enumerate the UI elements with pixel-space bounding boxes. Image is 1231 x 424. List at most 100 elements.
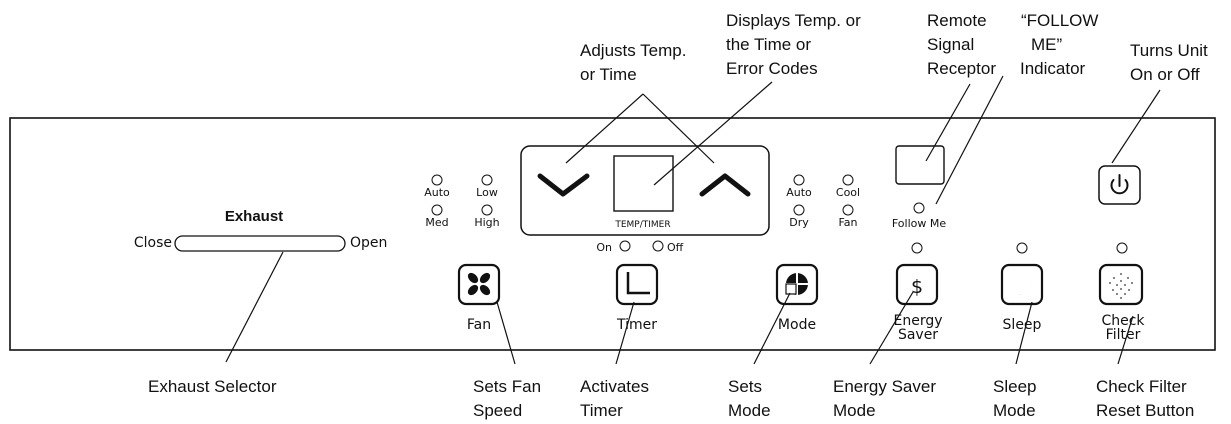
temp-down-button[interactable] <box>537 173 590 197</box>
mode-button-frame[interactable] <box>775 263 819 306</box>
timer-button-frame[interactable] <box>615 263 659 306</box>
callout-mode-line1: Sets <box>728 377 762 396</box>
callout-energy-line2: Mode <box>833 401 876 420</box>
dollar-icon: $ <box>911 276 923 298</box>
led-mode-cool <box>842 174 854 186</box>
callout-adjusts-temp: Adjusts Temp. or Time <box>565 41 715 164</box>
follow-me-label: Follow Me <box>892 217 946 230</box>
power-button-frame[interactable] <box>1098 165 1141 205</box>
callout-sleep-line1: Sleep <box>993 377 1036 396</box>
leader-exhaust <box>225 251 284 363</box>
timer-on-label: On <box>596 241 612 254</box>
led-high <box>481 204 493 216</box>
energy-saver-button[interactable]: $ Energy Saver <box>893 263 943 343</box>
sleep-button-frame[interactable] <box>1000 263 1044 306</box>
timer-button-label: Timer <box>616 317 657 333</box>
callout-timer-line1: Activates <box>580 377 649 396</box>
display-bezel <box>520 145 770 236</box>
mode-icon <box>785 273 808 295</box>
power-icon <box>1110 179 1129 195</box>
power-button[interactable] <box>1098 165 1141 205</box>
leader-adjusts-up <box>642 93 715 164</box>
callout-follow-line1: “FOLLOW <box>1021 11 1098 30</box>
sleep-button-label: Sleep <box>1003 317 1042 333</box>
label-low: Low <box>476 186 498 199</box>
moon-icon <box>1014 273 1031 295</box>
label-auto: Auto <box>424 186 450 199</box>
led-auto <box>431 174 443 186</box>
callout-follow-line2: ME” <box>1031 35 1063 54</box>
label-mode-dry: Dry <box>789 216 809 229</box>
fan-icon <box>467 272 491 296</box>
leader-power <box>1111 89 1161 164</box>
label-med: Med <box>425 216 448 229</box>
exhaust-slider-track[interactable] <box>174 235 346 252</box>
fan-button-frame[interactable] <box>457 263 501 306</box>
timer-button[interactable]: Timer <box>615 263 659 333</box>
led-follow-me <box>913 202 925 214</box>
callout-adjusts-line1: Adjusts Temp. <box>580 41 686 60</box>
label-mode-auto: Auto <box>786 186 812 199</box>
callout-remote-line3: Receptor <box>927 59 996 78</box>
callout-filter-line1: Check Filter <box>1096 377 1187 396</box>
leader-mode <box>753 292 791 365</box>
display-label: TEMP/TIMER <box>614 220 670 230</box>
callout-power-line2: On or Off <box>1130 65 1200 84</box>
callout-displays-line3: Error Codes <box>726 59 818 78</box>
exhaust-title: Exhaust <box>225 208 283 225</box>
temp-up-button[interactable] <box>699 173 751 197</box>
exhaust-selector[interactable]: Exhaust Close Open <box>134 208 388 252</box>
leader-remote <box>925 83 971 162</box>
led-energy-saver <box>911 242 923 254</box>
led-timer-on <box>619 240 631 252</box>
callout-sleep-line2: Mode <box>993 401 1036 420</box>
check-filter-label-line2: Filter <box>1106 327 1141 343</box>
leader-sleep <box>1015 301 1033 365</box>
callout-remote-line1: Remote <box>927 11 987 30</box>
callout-displays-line2: the Time or <box>726 35 811 54</box>
leader-filter <box>1117 315 1134 365</box>
display-module: TEMP/TIMER <box>520 145 770 236</box>
callout-displays: Displays Temp. or the Time or Error Code… <box>653 11 861 186</box>
callout-timer-line2: Timer <box>580 401 623 420</box>
mode-button[interactable]: Mode <box>775 263 819 333</box>
label-high: High <box>474 216 499 229</box>
leader-adjusts-down <box>565 93 644 164</box>
led-mode-auto <box>793 174 805 186</box>
clock-icon <box>626 272 650 295</box>
leader-displays <box>653 81 773 186</box>
callout-adjusts-line2: or Time <box>580 65 637 84</box>
label-mode-cool: Cool <box>836 186 860 199</box>
mode-leds: Auto Cool Dry Fan <box>786 174 860 229</box>
temp-timer-display <box>613 155 674 212</box>
callout-power: Turns Unit On or Off <box>1111 41 1208 164</box>
led-mode-dry <box>793 204 805 216</box>
callout-remote-line2: Signal <box>927 35 974 54</box>
energy-saver-label-line2: Saver <box>898 327 938 343</box>
leader-fan <box>496 301 516 365</box>
energy-saver-label-line1: Energy <box>893 313 942 329</box>
energy-saver-button-frame[interactable] <box>895 263 939 306</box>
led-mode-fan <box>842 204 854 216</box>
leader-follow <box>935 75 1004 205</box>
callout-filter-line2: Reset Button <box>1096 401 1194 420</box>
led-timer-off <box>652 240 664 252</box>
callout-fan-line2: Speed <box>473 401 522 420</box>
led-sleep <box>1016 242 1028 254</box>
callout-mode-line2: Mode <box>728 401 771 420</box>
timer-off-label: Off <box>667 241 684 254</box>
fan-button[interactable]: Fan <box>457 263 501 333</box>
leader-energy <box>869 291 914 365</box>
label-mode-fan: Fan <box>838 216 857 229</box>
leader-timer <box>615 301 635 365</box>
sleep-button[interactable]: Sleep <box>1000 263 1044 333</box>
filter-icon <box>1109 273 1133 299</box>
callout-energy-line1: Energy Saver <box>833 377 936 396</box>
fan-speed-leds: Auto Low Med High <box>424 174 500 229</box>
check-filter-button[interactable]: Check Filter <box>1098 263 1145 343</box>
exhaust-close-label: Close <box>134 235 172 251</box>
callout-exhaust: Exhaust Selector <box>148 377 277 396</box>
check-filter-button-frame[interactable] <box>1098 263 1144 306</box>
led-low <box>481 174 493 186</box>
